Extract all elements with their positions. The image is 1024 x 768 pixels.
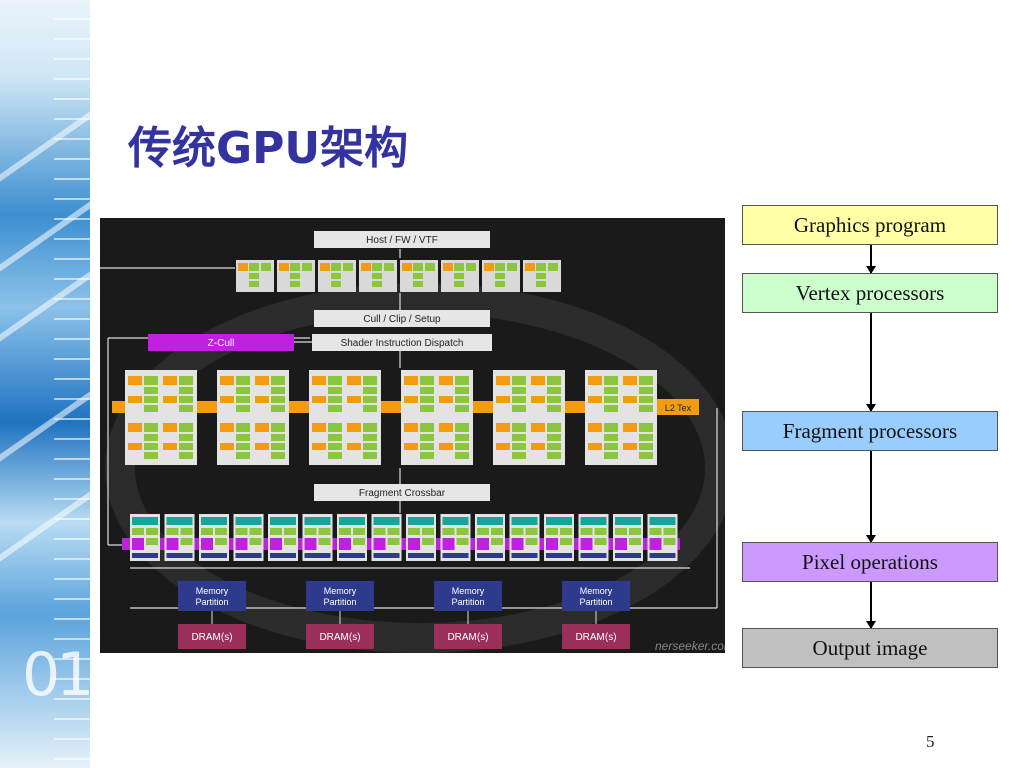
sidebar-digits: 01	[22, 640, 90, 710]
dram-chip	[178, 624, 246, 649]
memory-partition-label: Memory	[580, 586, 613, 596]
dispatch-label: Shader Instruction Dispatch	[341, 338, 464, 349]
dram-chip	[434, 624, 502, 649]
cull-label: Cull / Clip / Setup	[363, 314, 441, 325]
memory-partition	[562, 581, 630, 611]
pipeline-step-fragment-processors: Fragment processors	[742, 411, 998, 451]
pipeline-step-vertex-processors: Vertex processors	[742, 273, 998, 313]
pixel-operation-array	[130, 514, 678, 561]
gpu-architecture-diagram: Host / FW / VTF Cull / Clip / Setup Z-Cu…	[100, 218, 725, 653]
memory-partition-label: Partition	[579, 597, 612, 607]
crossbar-label: Fragment Crossbar	[359, 488, 446, 499]
slide-title: 传统GPU架构	[128, 123, 409, 174]
memory-partition	[434, 581, 502, 611]
dram-chip	[562, 624, 630, 649]
memory-partition-label: Memory	[324, 586, 357, 596]
host-label: Host / FW / VTF	[366, 235, 438, 246]
page-number: 5	[926, 732, 935, 751]
dram-chip	[306, 624, 374, 649]
dram-label: DRAM(s)	[319, 632, 360, 643]
memory-partition-label: Partition	[323, 597, 356, 607]
vertex-processor-row	[236, 260, 561, 292]
watermark: nerseeker.com	[655, 639, 725, 653]
dram-label: DRAM(s)	[191, 632, 232, 643]
decorative-sidebar: 01	[0, 0, 90, 768]
memory-partition-row: MemoryPartitionDRAM(s)MemoryPartitionDRA…	[178, 581, 630, 649]
memory-partition-label: Memory	[196, 586, 229, 596]
pipeline-step-graphics-program: Graphics program	[742, 205, 998, 245]
dram-label: DRAM(s)	[575, 632, 616, 643]
memory-partition	[306, 581, 374, 611]
memory-partition	[178, 581, 246, 611]
memory-partition-label: Partition	[451, 597, 484, 607]
l2tex-label: L2 Tex	[665, 403, 692, 413]
fragment-processor-array	[125, 370, 657, 465]
pipeline-step-pixel-operations: Pixel operations	[742, 542, 998, 582]
pipeline-step-output-image: Output image	[742, 628, 998, 668]
memory-partition-label: Partition	[195, 597, 228, 607]
dram-label: DRAM(s)	[447, 632, 488, 643]
memory-partition-label: Memory	[452, 586, 485, 596]
zcull-label: Z-Cull	[208, 338, 235, 349]
pipeline-flowchart: Graphics program Vertex processors Fragm…	[742, 205, 1000, 670]
